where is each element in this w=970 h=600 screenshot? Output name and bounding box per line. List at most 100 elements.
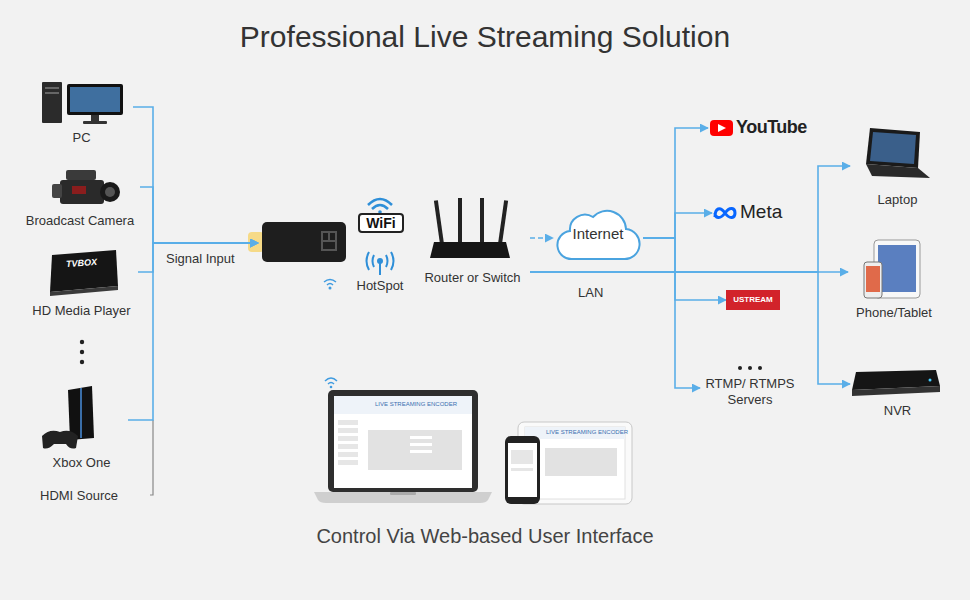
ellipsis-dots: [738, 366, 762, 370]
drawn-shape: [42, 82, 62, 123]
drawn-shape: [373, 255, 388, 267]
device-node: Xbox One: [35, 385, 128, 470]
drawn-shape: [338, 436, 358, 441]
drawn-shape: [758, 366, 762, 370]
router-node: Router or Switch: [415, 195, 530, 285]
drawn-shape: [866, 266, 880, 292]
drawn-shape: [866, 164, 930, 178]
drawn-shape: [878, 245, 916, 292]
drawn-shape: [328, 390, 478, 492]
tablet-phone-icon: [864, 240, 920, 298]
ui-laptop: [314, 378, 492, 503]
node-text: HotSpot: [350, 278, 410, 293]
drawn-shape: [262, 222, 346, 262]
device-brand: TVBOX: [66, 257, 98, 269]
laptop-icon: [866, 128, 930, 178]
drawn-shape: [50, 286, 118, 296]
node-text: Phone/Tablet: [848, 305, 940, 320]
drawn-shape: [368, 430, 462, 470]
caption: Control Via Web-based User Interface: [0, 525, 970, 548]
node-text: Laptop: [850, 192, 945, 207]
connector: [530, 166, 850, 272]
console-icon: [42, 386, 94, 449]
node-text: NVR: [850, 403, 945, 418]
client-node: Laptop: [850, 125, 945, 207]
drawn-shape: [710, 120, 733, 136]
signal-label: Signal Input: [166, 251, 235, 266]
drawn-shape: [325, 378, 337, 384]
node-text: Xbox One: [35, 455, 128, 470]
node-text: Internet: [553, 225, 643, 242]
drawn-shape: [45, 92, 59, 94]
encoder-node: WiFiHotSpot: [258, 195, 414, 293]
drawn-shape: [410, 443, 432, 446]
drawn-shape: [80, 388, 82, 438]
device-node: HD Media Player: [25, 250, 138, 318]
node-text: HD Media Player: [25, 303, 138, 318]
node-text: Router or Switch: [415, 270, 530, 285]
drawn-shape: [60, 180, 104, 204]
ui-header: LIVE STREAMING ENCODER: [375, 401, 457, 407]
drawn-shape: [42, 431, 78, 449]
drawn-shape: [329, 287, 332, 290]
drawn-shape: [511, 450, 533, 464]
client-node: Phone/Tablet: [848, 235, 940, 320]
bracket-line: [150, 420, 153, 495]
source-label: HDMI Source: [40, 488, 118, 503]
device-node: Broadcast Camera: [20, 165, 140, 228]
device-node: PC: [30, 75, 133, 145]
server-node: RTMP/ RTMPS Servers: [700, 374, 800, 410]
connector: [643, 238, 700, 388]
drawn-shape: [80, 360, 84, 364]
client-node: NVR: [850, 365, 945, 418]
drawn-shape: [72, 186, 86, 194]
drawn-shape: [66, 170, 96, 180]
nvr-icon: [852, 370, 940, 396]
drawn-shape: [334, 396, 472, 488]
title: Professional Live Streaming Solution: [0, 20, 970, 54]
drawn-shape: [458, 198, 462, 242]
drawn-shape: [83, 121, 107, 124]
drawn-shape: [105, 187, 115, 197]
drawn-shape: [338, 460, 358, 465]
drawn-shape: [100, 182, 120, 202]
platform-logo: Meta: [712, 200, 797, 226]
drawn-shape: [67, 84, 123, 115]
drawn-shape: [864, 262, 882, 298]
drawn-shape: [480, 198, 484, 242]
node-text: Meta: [740, 201, 782, 223]
drawn-shape: [80, 350, 84, 354]
drawn-shape: [52, 184, 62, 198]
connector: [643, 213, 712, 238]
drawn-shape: [390, 492, 416, 495]
drawn-shape: [738, 366, 742, 370]
node-text: YouTube: [736, 117, 807, 138]
drawn-shape: [50, 250, 118, 292]
drawn-shape: [91, 115, 99, 122]
drawn-shape: [866, 128, 920, 168]
node-text: WiFi: [358, 213, 404, 233]
drawn-shape: [248, 232, 264, 252]
drawn-shape: [498, 200, 508, 244]
drawn-shape: [322, 232, 336, 250]
ui-tablet-phone: [505, 422, 632, 504]
drawn-shape: [70, 87, 120, 112]
drawn-shape: [929, 379, 932, 382]
ellipsis-dots: [80, 340, 84, 364]
drawn-shape: [334, 396, 472, 414]
drawn-shape: [314, 492, 492, 503]
drawn-shape: [434, 200, 444, 244]
drawn-shape: [338, 452, 358, 457]
drawn-shape: [324, 280, 336, 286]
drawn-shape: [430, 242, 510, 258]
youtube-icon: [708, 115, 734, 141]
drawn-shape: [45, 87, 59, 89]
cloud-node: Internet: [553, 205, 643, 262]
drawn-shape: [372, 205, 388, 209]
connector: [140, 187, 258, 243]
node-text: PC: [30, 130, 133, 145]
